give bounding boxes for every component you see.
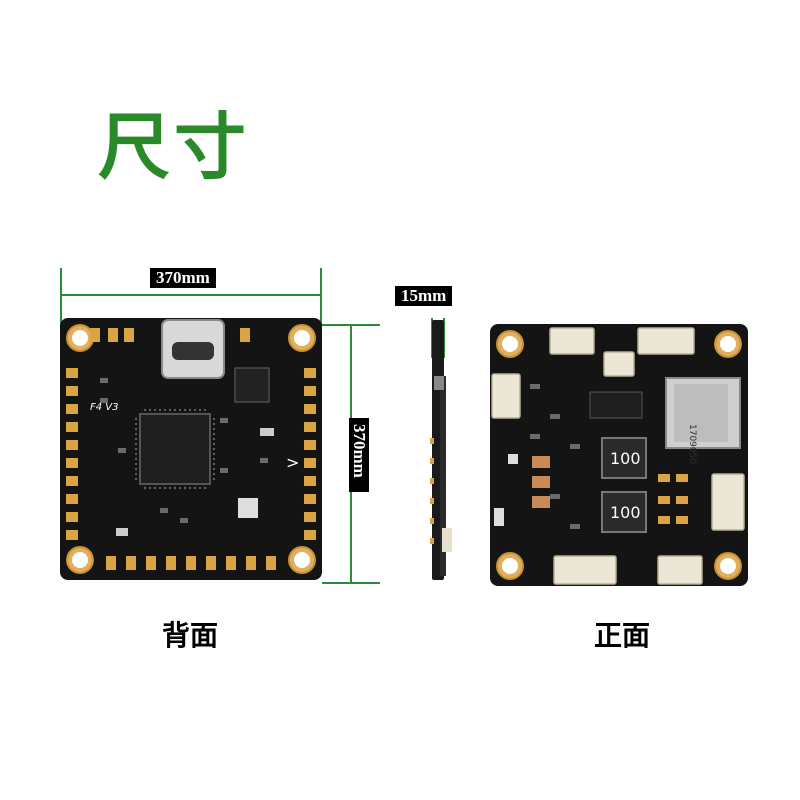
svg-text:>: > (286, 453, 299, 472)
board-side-image (430, 320, 452, 580)
width-dimension-tick-left (60, 268, 62, 330)
height-dimension-tick-top (322, 324, 380, 326)
board-front-image: 1709050 100 100 (490, 324, 748, 586)
inductor-label-1: 100 (610, 449, 641, 468)
width-dimension-tick-right (320, 268, 322, 330)
board-front-chip-label: 1709050 (687, 424, 697, 464)
width-dimension-line (60, 294, 322, 296)
page-title: 尺寸 (98, 104, 251, 189)
front-caption: 正面 (594, 619, 651, 652)
height-dimension-label: 370mm (349, 418, 369, 492)
thickness-dimension-label: 15mm (395, 286, 453, 306)
board-back-image: F4 V3 > (60, 318, 322, 580)
board-back-model-label: F4 V3 (90, 402, 119, 413)
height-dimension-tick-bottom (322, 582, 380, 584)
width-dimension-label: 370mm (150, 268, 216, 288)
inductor-label-2: 100 (610, 503, 641, 522)
back-caption: 背面 (162, 619, 219, 652)
